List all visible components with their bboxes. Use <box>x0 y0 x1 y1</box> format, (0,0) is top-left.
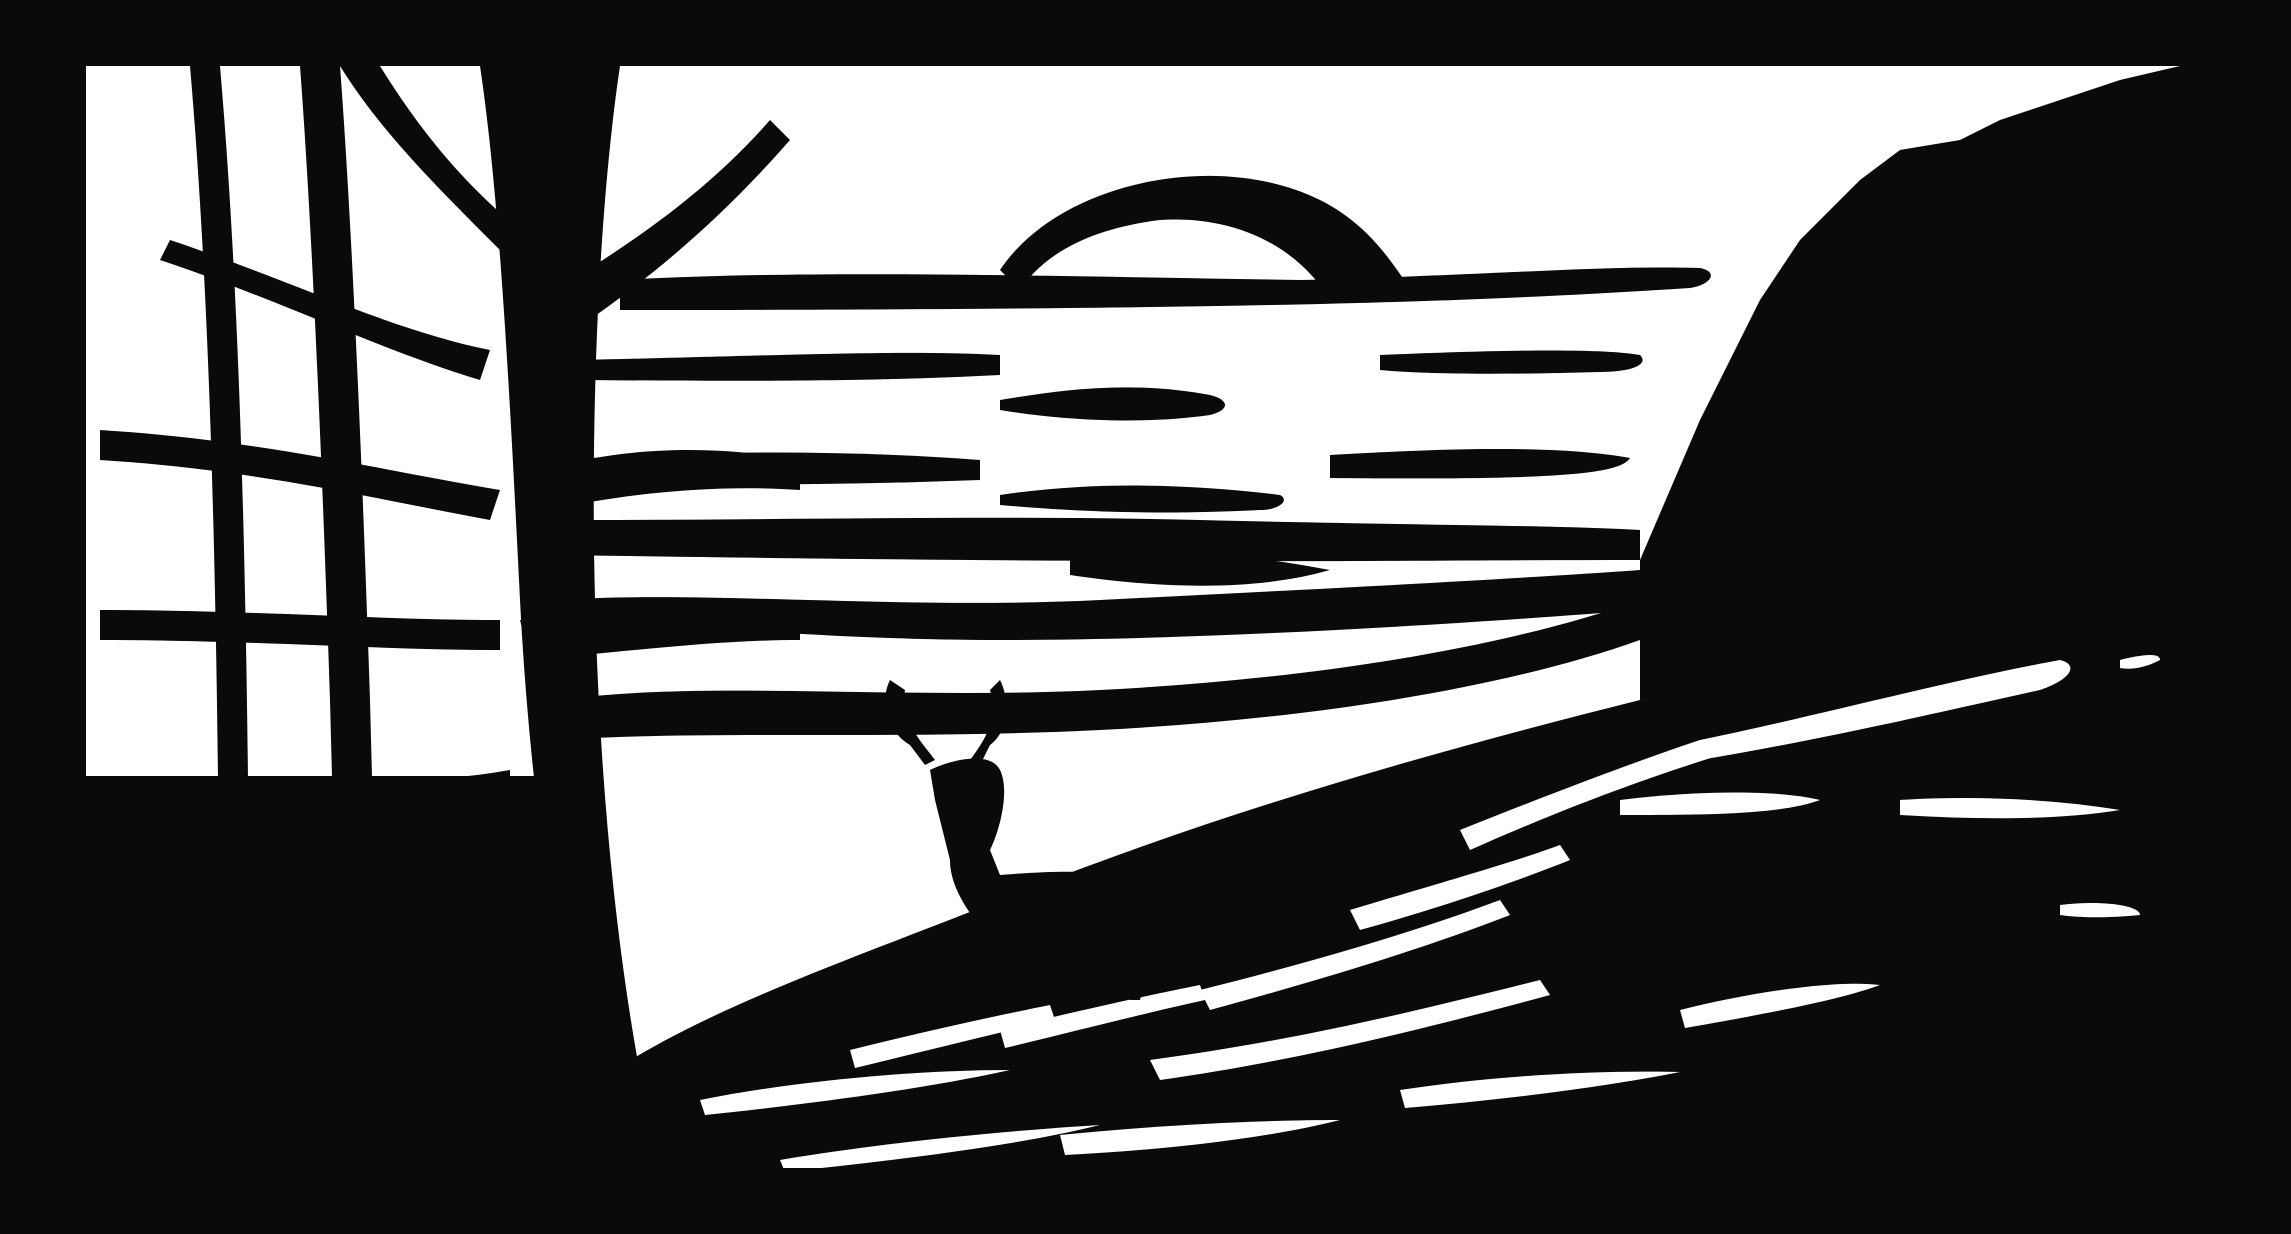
grass-strokes <box>700 655 2160 1172</box>
pine-trees <box>1640 66 2226 700</box>
hillside <box>600 640 2226 1172</box>
tree <box>66 66 800 1170</box>
deer-icon <box>885 680 1164 1000</box>
